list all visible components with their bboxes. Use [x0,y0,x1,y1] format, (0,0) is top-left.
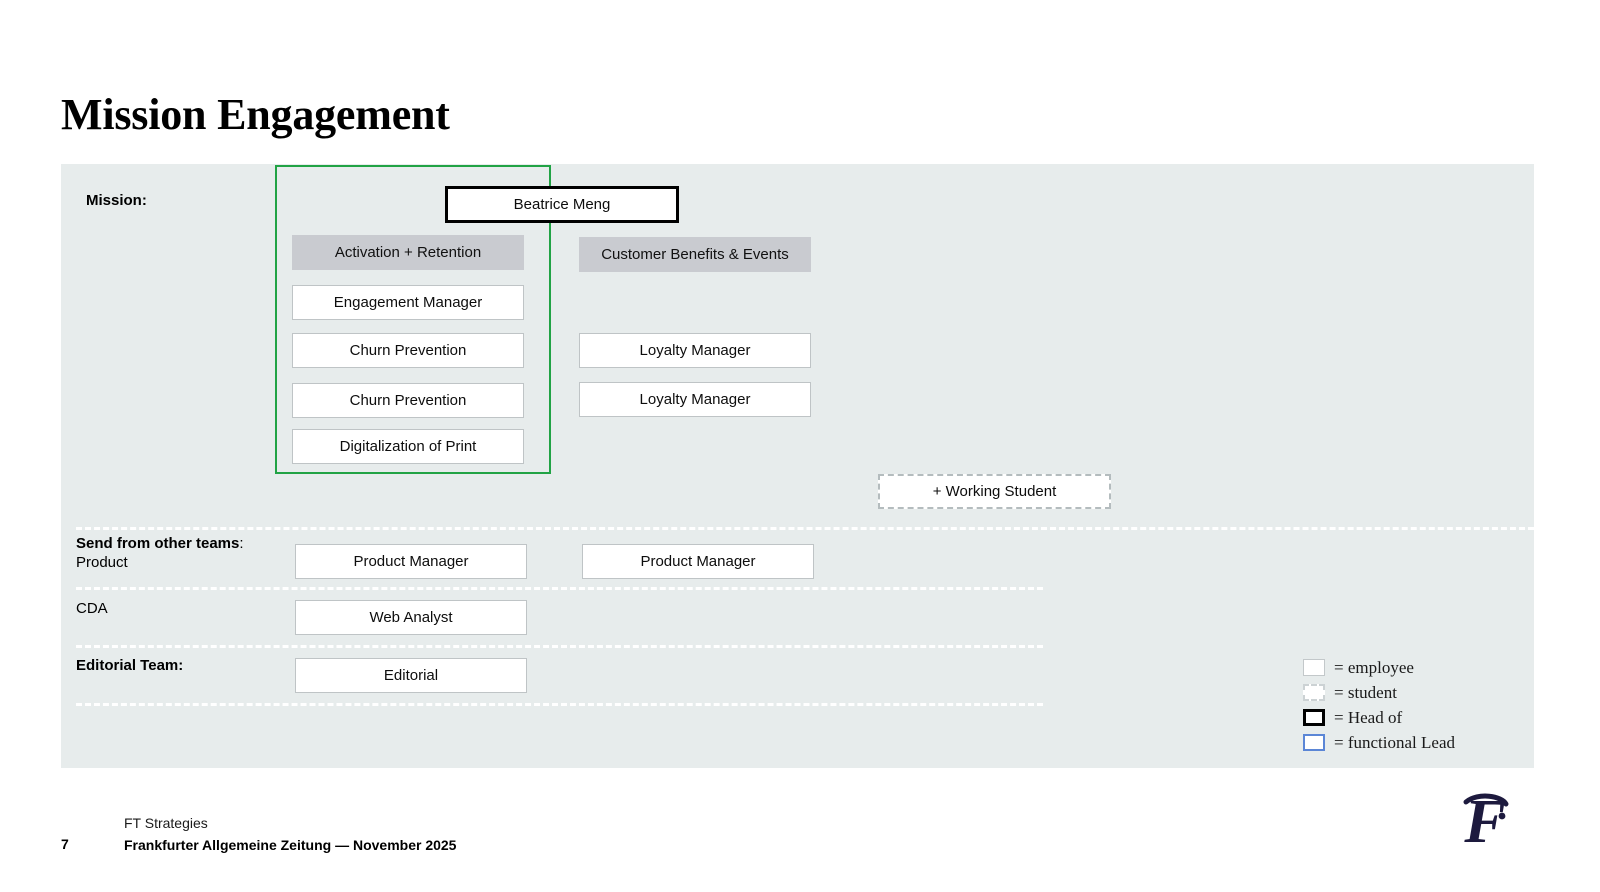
org-box-loyalty-manager-1[interactable]: Loyalty Manager [579,333,811,368]
legend-item-employee: = employee [1303,655,1503,680]
legend-label-functional-lead: = functional Lead [1334,732,1455,752]
separator-product [76,587,1043,590]
legend-swatch-head-of-icon [1303,709,1325,726]
org-group-header-customer-benefits-events: Customer Benefits & Events [579,237,811,272]
other-teams-heading-text: Send from other teams [76,535,240,552]
legend-swatch-functional-lead-icon [1303,734,1325,751]
other-teams-row-label-cda: CDA [76,600,108,617]
mission-label: Mission: [86,192,147,209]
org-box-digitalization-of-print[interactable]: Digitalization of Print [292,429,524,464]
org-box-web-analyst[interactable]: Web Analyst [295,600,527,635]
legend: = employee = student = Head of = functio… [1303,655,1503,755]
footer-page-number: 7 [61,836,69,852]
legend-item-head-of: = Head of [1303,705,1503,730]
org-box-churn-prevention-1[interactable]: Churn Prevention [292,333,524,368]
page-title: Mission Engagement [61,90,450,139]
other-teams-heading-colon: : [239,535,244,552]
legend-item-student: = student [1303,680,1503,705]
footer-subtitle: Frankfurter Allgemeine Zeitung — Novembe… [124,837,457,853]
legend-label-head-of: = Head of [1334,707,1403,727]
legend-item-functional-lead: = functional Lead [1303,730,1503,755]
org-box-head-of[interactable]: Beatrice Meng [445,186,679,223]
org-group-header-activation-retention: Activation + Retention [292,235,524,270]
legend-label-employee: = employee [1334,657,1414,677]
footer-company: FT Strategies [124,815,208,831]
org-box-product-manager-1[interactable]: Product Manager [295,544,527,579]
separator-editorial [76,703,1043,706]
separator-top [76,527,1534,530]
legend-swatch-employee-icon [1303,659,1325,676]
org-box-product-manager-2[interactable]: Product Manager [582,544,814,579]
legend-label-student: = student [1334,682,1397,702]
org-box-engagement-manager[interactable]: Engagement Manager [292,285,524,320]
other-teams-row-label-product: Product [76,554,128,571]
legend-swatch-student-icon [1303,684,1325,701]
org-box-editorial[interactable]: Editorial [295,658,527,693]
separator-cda [76,645,1043,648]
other-teams-row-label-editorial: Editorial Team: [76,657,184,674]
org-box-loyalty-manager-2[interactable]: Loyalty Manager [579,382,811,417]
org-box-churn-prevention-2[interactable]: Churn Prevention [292,383,524,418]
other-teams-heading: Send from other teams: Product [76,534,244,572]
ft-logo-icon: F [1452,788,1518,856]
org-box-working-student[interactable]: + Working Student [878,474,1111,509]
